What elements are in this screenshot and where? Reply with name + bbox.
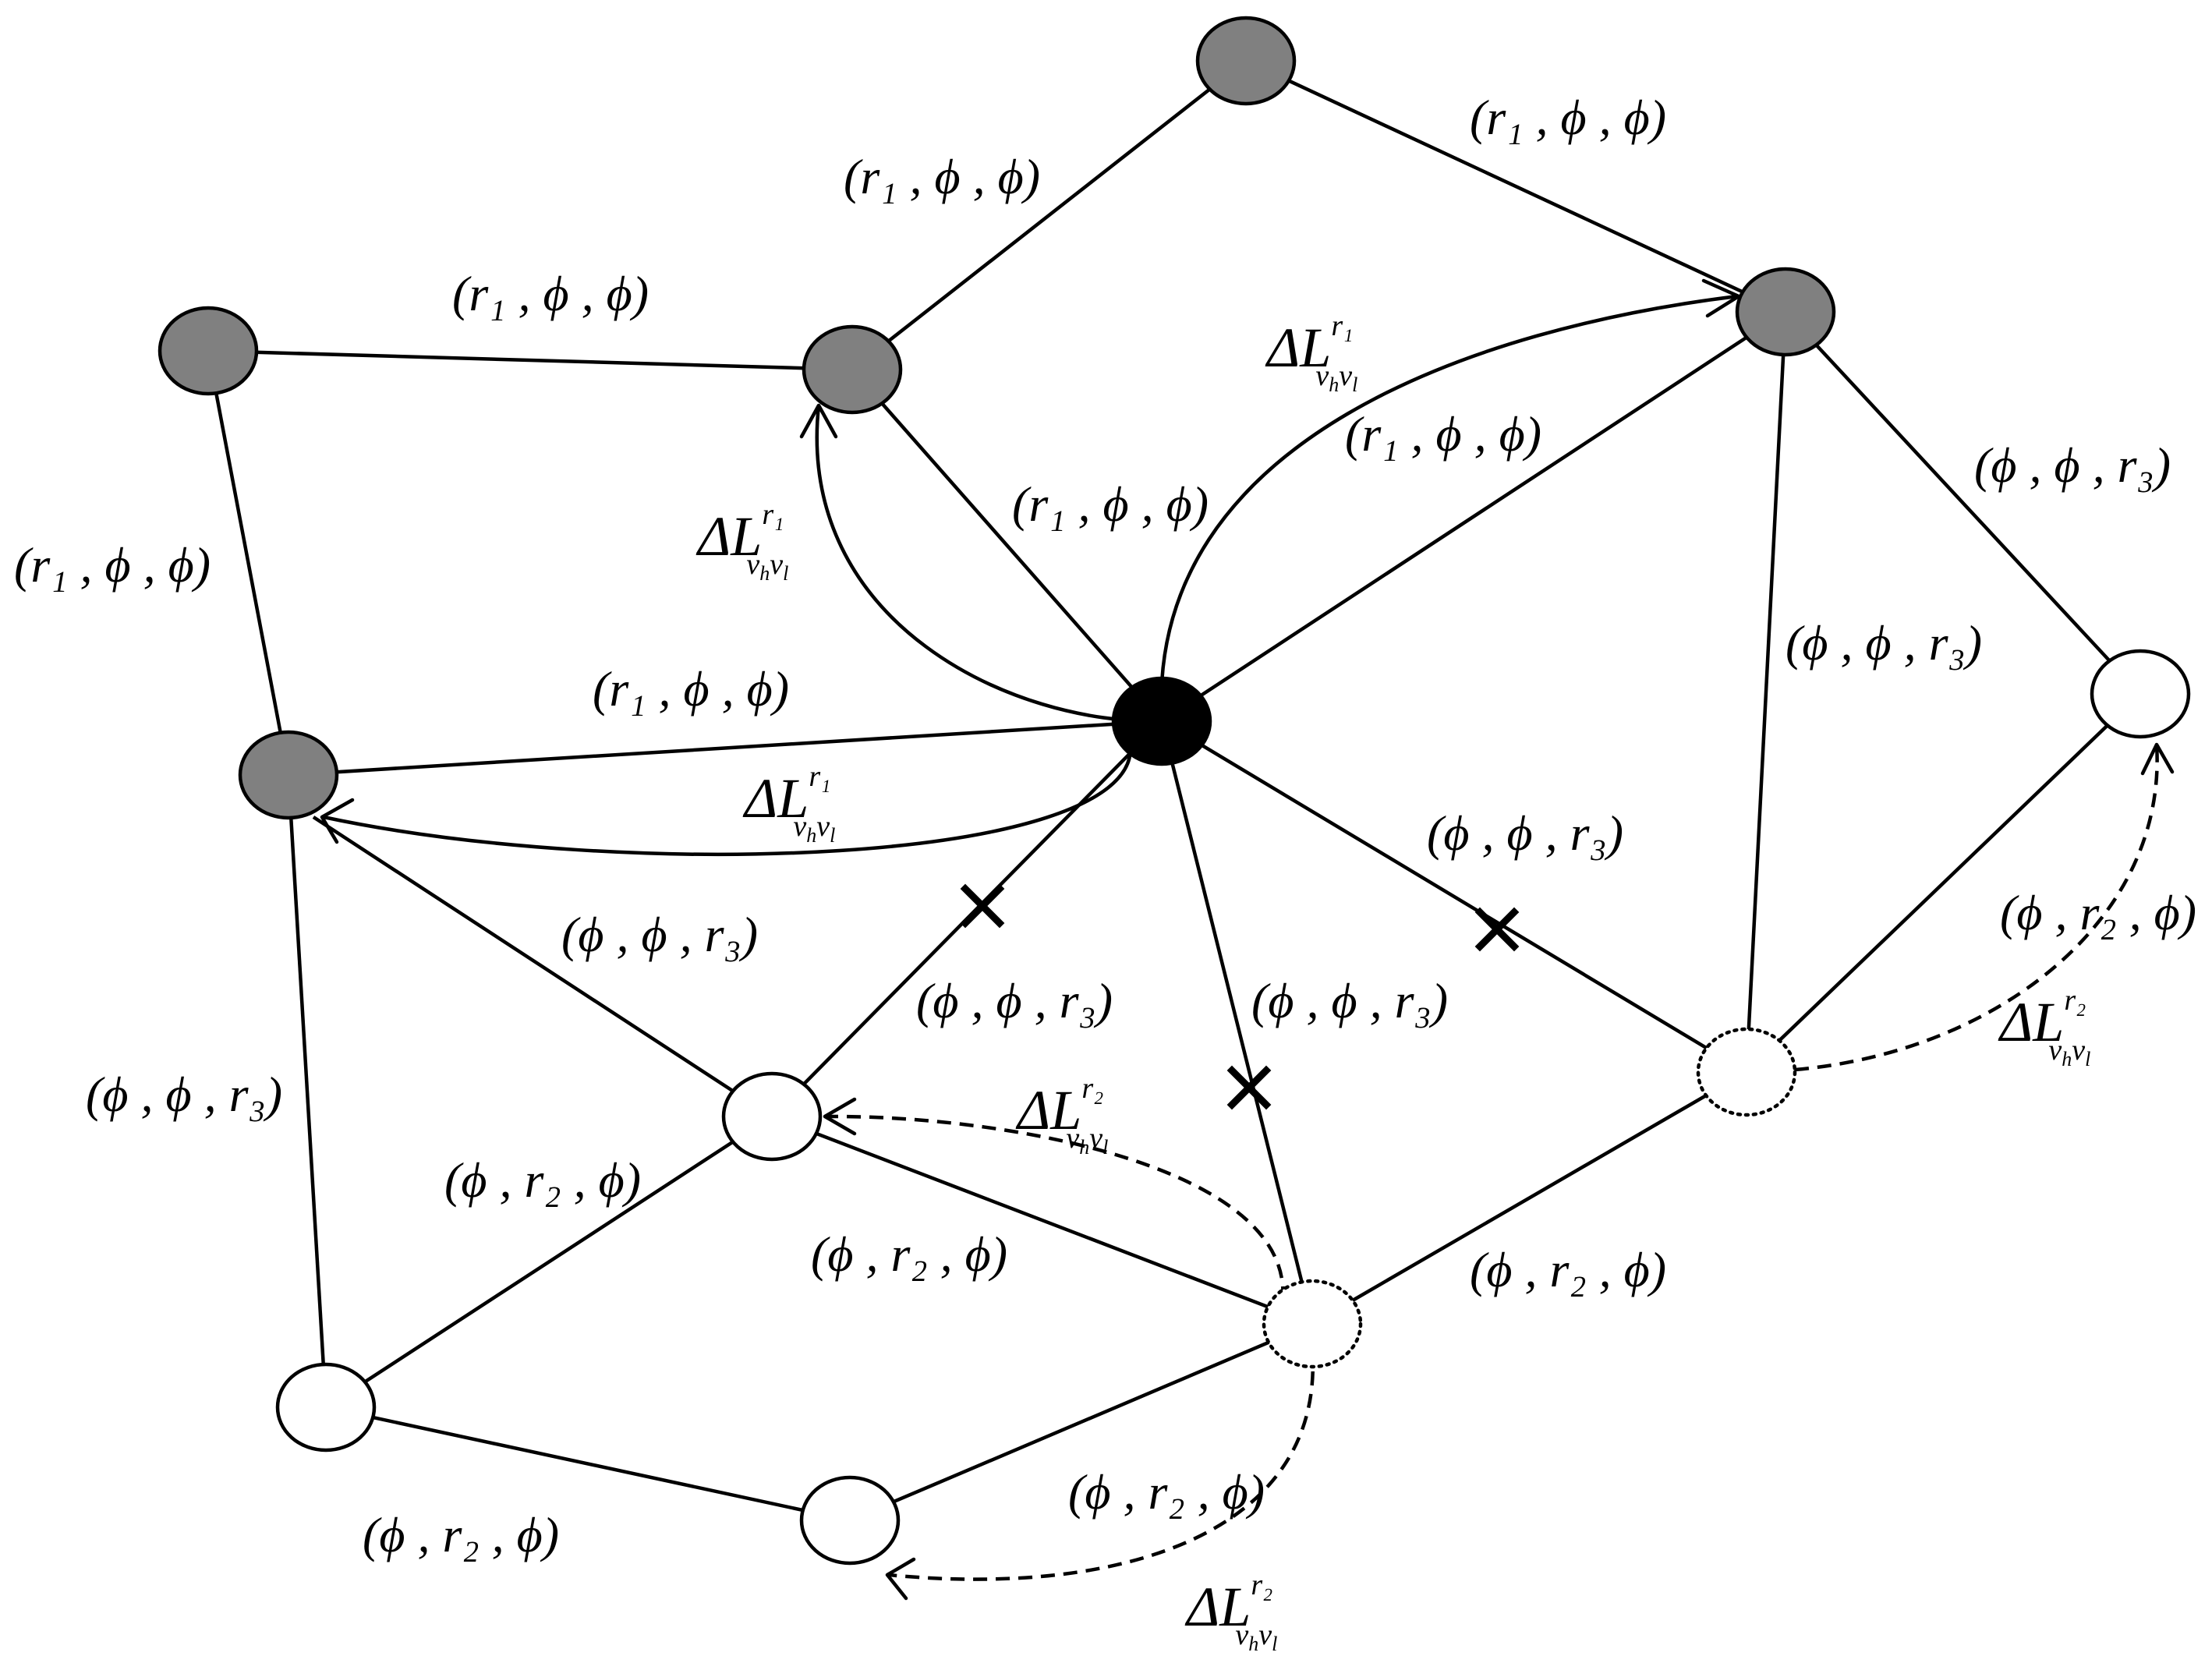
curve-center-to-left (323, 748, 1133, 856)
cross-icon (1474, 907, 1520, 952)
edge-left-to-center (288, 719, 1163, 777)
arrowhead-right (2140, 742, 2175, 776)
edge-mid-open-to-lower-left (324, 1115, 773, 1409)
node-left-gray (238, 730, 339, 820)
edge-label: (ϕ , ϕ , r₃) (1974, 437, 2171, 493)
edge-label: (ϕ , r₂ , ϕ) (1470, 1242, 1666, 1297)
node-right-open (2090, 649, 2191, 739)
edges (206, 58, 2142, 1523)
edge-upper-left-to-upper-mid (207, 349, 853, 372)
edge-label: (ϕ , r₂ , ϕ) (811, 1226, 1007, 1282)
arrowhead-upper-mid (799, 403, 838, 439)
arrowhead-bottom (885, 1557, 916, 1601)
edge-label: (ϕ , ϕ , r₃) (561, 907, 758, 962)
edge-label: (r₁ , ϕ , ϕ) (452, 266, 649, 321)
edge-label: (ϕ , ϕ , r₃) (86, 1067, 282, 1122)
edge-labels: (r₁ , ϕ , ϕ) (r₁ , ϕ , ϕ) (r₁ , ϕ , ϕ) (… (14, 90, 2196, 1562)
edge-upper-right-to-right (1784, 310, 2142, 695)
edge-left-to-lower-left (286, 774, 328, 1408)
edge-label: (r₁ , ϕ , ϕ) (593, 661, 789, 717)
node-lower-center-dotted (1262, 1279, 1363, 1369)
edge-label: (r₁ , ϕ , ϕ) (1012, 476, 1209, 532)
edge-label: (r₁ , ϕ , ϕ) (14, 537, 211, 593)
node-mid-open (721, 1071, 823, 1162)
cross-icon (960, 883, 1005, 929)
edge-upper-left-to-left (206, 350, 291, 776)
edge-right-to-lower-right-dotted (1745, 692, 2142, 1074)
dash-lower-center-to-bottom (888, 1348, 1315, 1581)
curve-center-to-upper-right (1159, 294, 1738, 722)
node-lower-right-dotted (1696, 1027, 1797, 1117)
r2-dashed-arrows (823, 742, 2175, 1601)
r1-curved-arrows (320, 278, 1741, 856)
node-upper-left-gray (157, 306, 259, 396)
nodes (157, 16, 2191, 1566)
cross-icon (1226, 1065, 1272, 1110)
edge-label: (ϕ , ϕ , r₃) (1251, 973, 1448, 1028)
node-center-black (1111, 676, 1212, 766)
edge-lower-left-to-bottom (325, 1405, 851, 1523)
edge-label: (ϕ , r₂ , ϕ) (1068, 1464, 1265, 1520)
edge-label: (ϕ , r₂ , ϕ) (2000, 885, 2196, 940)
curve-center-to-upper-mid (815, 405, 1163, 724)
edge-lower-center-dotted-to-bottom (849, 1322, 1313, 1523)
edge-label: (ϕ , r₂ , ϕ) (444, 1152, 641, 1208)
edge-center-to-lower-right-dotted (1160, 720, 1748, 1074)
edge-label: (r₁ , ϕ , ϕ) (1345, 406, 1541, 462)
node-lower-left-open (275, 1362, 377, 1452)
edge-top-to-upper-mid (851, 59, 1248, 371)
edge-center-to-lower-center-dotted (1159, 720, 1315, 1325)
dash-lower-center-to-mid-open (824, 1114, 1285, 1301)
edge-label: (ϕ , ϕ , r₃) (1427, 805, 1623, 861)
node-bottom-open (799, 1475, 901, 1566)
dash-lower-right-to-right (1794, 744, 2159, 1072)
edge-upper-mid-to-center (851, 368, 1163, 723)
edge-label: (ϕ , ϕ , r₃) (916, 973, 1113, 1028)
node-top-gray (1195, 16, 1297, 106)
edge-mid-open-to-lower-center-dotted (771, 1114, 1313, 1326)
edge-label: (r₁ , ϕ , ϕ) (1470, 90, 1666, 145)
edge-label: (r₁ , ϕ , ϕ) (844, 149, 1040, 204)
edge-label: (ϕ , r₂ , ϕ) (363, 1507, 559, 1562)
edge-mid-open-to-left (312, 816, 773, 1118)
node-upper-mid-gray (802, 324, 903, 415)
edge-upper-right-to-lower-right-dotted (1744, 311, 1788, 1073)
edge-upper-right-to-center (1160, 310, 1787, 723)
arrowhead-mid-open (823, 1097, 857, 1136)
removed-edge-markers (960, 883, 1520, 1110)
edge-lower-center-dotted-to-lower-right-dotted (1311, 1070, 1748, 1325)
edge-label: (ϕ , ϕ , r₃) (1786, 615, 1982, 671)
node-upper-right-gray (1735, 267, 1836, 357)
arrowhead-left (320, 798, 355, 844)
edge-top-to-upper-right (1245, 58, 1786, 314)
